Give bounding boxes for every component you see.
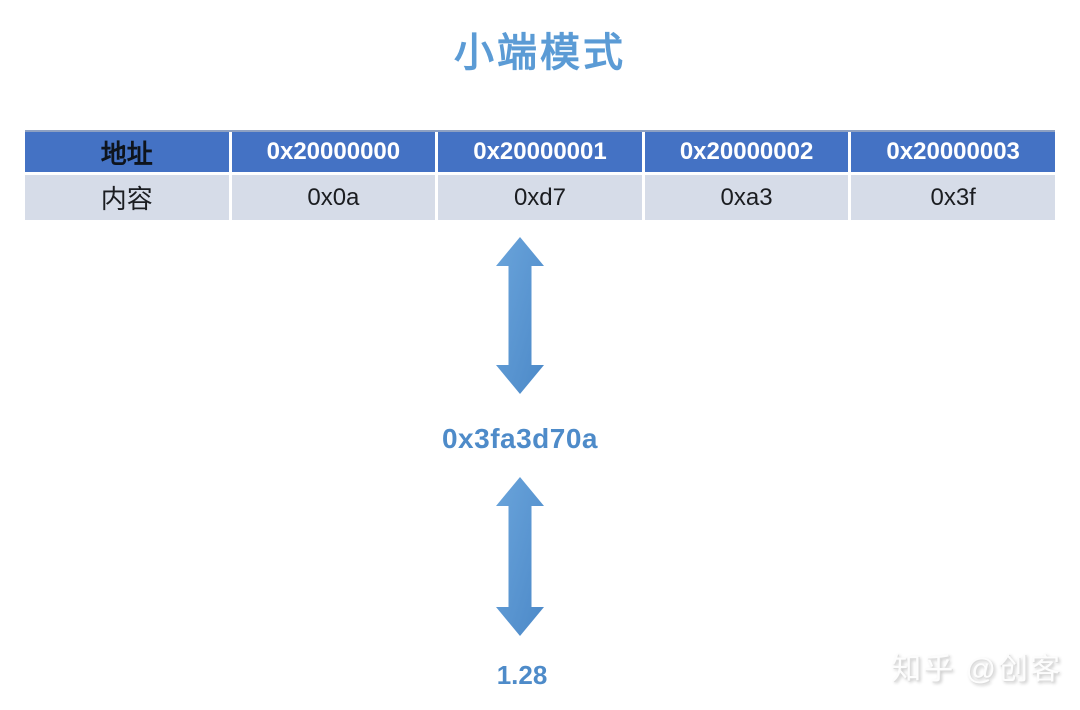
content-cell: 0x0a xyxy=(231,175,436,220)
watermark: 知乎 @创客 xyxy=(891,653,1062,686)
address-row-label: 地址 xyxy=(25,132,229,172)
address-row: 地址 0x20000000 0x20000001 0x20000002 0x20… xyxy=(25,130,1055,172)
page-title: 小端模式 xyxy=(454,31,626,75)
address-cell: 0x20000003 xyxy=(851,132,1055,172)
content-row-label: 内容 xyxy=(25,175,229,220)
double-arrow-vertical-icon xyxy=(496,237,544,394)
content-cell: 0xa3 xyxy=(644,175,849,220)
content-cell: 0xd7 xyxy=(438,175,642,220)
decimal-value: 1.28 xyxy=(496,660,548,690)
combined-hex-value: 0x3fa3d70a xyxy=(441,423,598,454)
address-cell: 0x20000002 xyxy=(644,132,849,172)
address-cell: 0x20000001 xyxy=(438,132,642,172)
content-row: 内容 0x0a 0xd7 0xa3 0x3f xyxy=(25,175,1055,220)
double-arrow-vertical-icon xyxy=(496,477,544,636)
memory-table: 地址 0x20000000 0x20000001 0x20000002 0x20… xyxy=(25,130,1055,220)
content-cell: 0x3f xyxy=(851,175,1055,220)
address-cell: 0x20000000 xyxy=(231,132,436,172)
